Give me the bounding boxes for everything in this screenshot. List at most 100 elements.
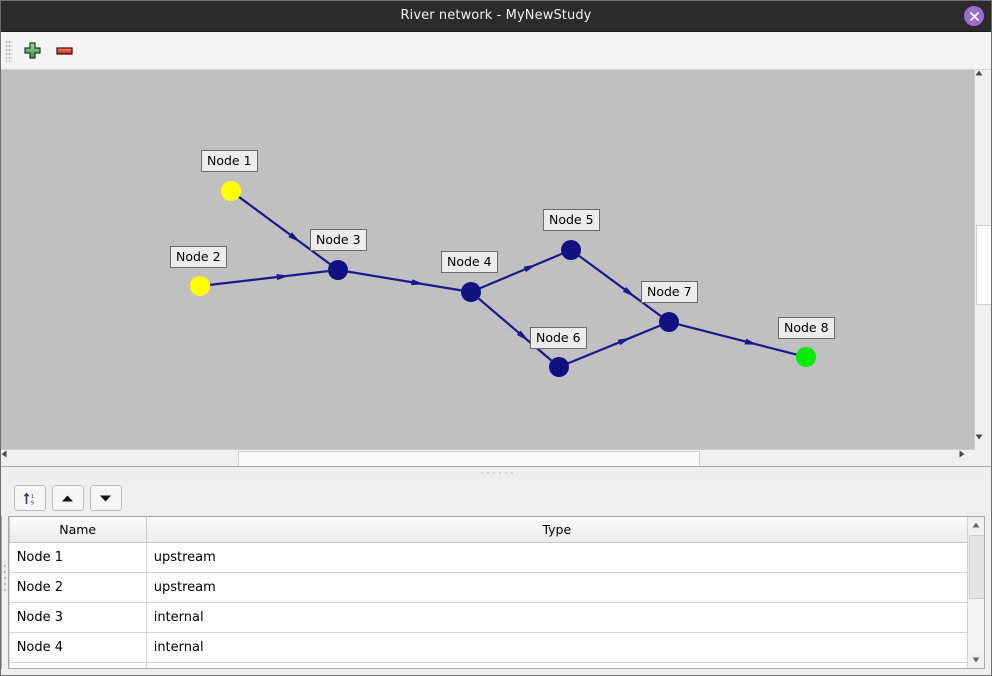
graph-node[interactable] [561, 240, 581, 260]
table-cell[interactable]: upstream [145, 572, 968, 603]
graph-node-label[interactable]: Node 8 [778, 317, 835, 339]
graph-edge-arrow-icon [288, 232, 301, 243]
graph-scroll-right-button[interactable] [959, 450, 975, 466]
table-cell[interactable]: internal [145, 602, 968, 633]
graph-node-label[interactable]: Node 1 [201, 150, 258, 172]
nodes-move-down-button[interactable] [89, 485, 122, 511]
table-cell[interactable]: internal [145, 632, 968, 663]
close-button[interactable] [964, 6, 984, 26]
graph-edge[interactable] [238, 196, 331, 265]
table-cell[interactable]: Node 3 [8, 602, 147, 633]
table-cell[interactable] [8, 662, 147, 668]
window-title: River network - MyNewStudy [400, 8, 592, 23]
graph-edge-arrow-icon [411, 279, 425, 286]
graph-edge[interactable] [678, 323, 797, 356]
graph-node-label[interactable]: Node 6 [530, 327, 587, 349]
toolbar-drag-handle[interactable] [5, 39, 12, 62]
sort-icon: 1 9 [23, 492, 34, 506]
table-row-empty[interactable] [2, 663, 3, 670]
network-graph-canvas[interactable]: Node 1 Node 2 Node 3 Node 4 Node 5 Node 6 Node… [1, 70, 991, 466]
graph-node-label[interactable]: Node 4 [441, 251, 498, 273]
graph-node-label[interactable]: Node 7 [641, 281, 698, 303]
graph-edge[interactable] [479, 252, 563, 290]
table-cell[interactable] [2, 663, 3, 670]
graph-node-label[interactable]: Node 5 [543, 209, 600, 231]
nodes-scroll-thumb[interactable] [968, 535, 984, 599]
table-cell[interactable]: Node 1 [8, 542, 147, 573]
nodes-table-scrollbar[interactable] [966, 517, 984, 668]
table-cell[interactable]: Node 2 -> Node 3 [2, 573, 3, 603]
table-cell[interactable]: Node 4 [8, 632, 147, 663]
chevron-down-icon [972, 657, 980, 663]
nodes-scroll-down-button[interactable] [967, 652, 984, 668]
chevron-up-icon [975, 70, 983, 76]
graph-edge[interactable] [477, 297, 553, 362]
graph-horizontal-scrollbar[interactable] [1, 449, 975, 466]
splitter-grip-icon [479, 470, 513, 475]
graph-edge-arrow-icon [617, 337, 631, 346]
chevron-up-icon [972, 522, 980, 528]
column-header[interactable]: Name [2, 517, 3, 543]
table-cell[interactable]: Node 3 -> Node 4 [2, 603, 3, 633]
graph-node[interactable] [461, 282, 481, 302]
table-cell[interactable]: Node 1 -> Node 3 [2, 543, 3, 573]
graph-node[interactable] [659, 312, 679, 332]
graph-edge[interactable] [209, 270, 329, 286]
close-icon [969, 11, 979, 21]
vertical-pane-divider[interactable] [1, 478, 8, 675]
nodes-scroll-up-button[interactable] [967, 517, 984, 533]
table-row-empty[interactable] [8, 662, 968, 668]
table-cell[interactable]: Node 2 [8, 572, 147, 603]
graph-edge[interactable] [347, 270, 462, 292]
nodes-sort-button[interactable]: 1 9 [13, 485, 46, 511]
graph-vertical-scrollbar[interactable] [974, 70, 991, 450]
column-header[interactable]: Type [145, 517, 968, 543]
add-plus-icon [23, 42, 41, 59]
graph-node[interactable] [796, 347, 816, 367]
graph-node[interactable] [221, 181, 241, 201]
table-cell[interactable]: upstream [145, 542, 968, 573]
nodes-move-up-button[interactable] [51, 485, 84, 511]
table-cell[interactable]: Node 4 -> Node 5 [2, 633, 3, 663]
graph-scroll-left-button[interactable] [1, 450, 17, 466]
graph-horizontal-scroll-thumb[interactable] [238, 451, 700, 466]
arrow-up-icon [62, 495, 74, 501]
chevron-down-icon [975, 434, 983, 440]
horizontal-splitter[interactable] [1, 466, 991, 478]
table-cell[interactable] [145, 662, 968, 668]
add-node-button[interactable] [17, 36, 47, 66]
graph-node[interactable] [328, 260, 348, 280]
graph-scroll-down-button[interactable] [975, 434, 991, 450]
column-header[interactable]: Name [8, 517, 147, 543]
graph-edge[interactable] [578, 255, 662, 317]
delete-node-button[interactable] [49, 36, 79, 66]
graph-node[interactable] [549, 357, 569, 377]
graph-vertical-scroll-thumb[interactable] [976, 225, 991, 305]
graph-node-label[interactable]: Node 3 [310, 229, 367, 251]
graph-edge[interactable] [567, 324, 661, 365]
svg-text:9: 9 [31, 500, 34, 506]
graph-node-label[interactable]: Node 2 [170, 246, 227, 268]
graph-node[interactable] [190, 276, 210, 296]
chevron-left-icon [1, 450, 7, 458]
graph-scroll-up-button[interactable] [975, 70, 991, 86]
delete-minus-icon [55, 47, 73, 55]
network-graph-svg[interactable] [1, 70, 977, 450]
graph-edge-arrow-icon [276, 274, 290, 281]
graph-edge-arrow-icon [744, 338, 758, 345]
